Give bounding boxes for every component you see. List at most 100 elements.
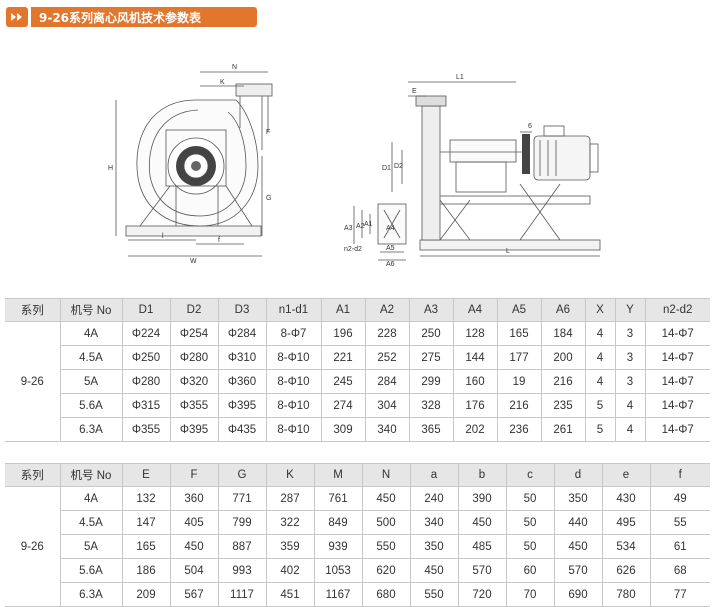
table-cell: 216 [497,393,542,418]
table-cell: 322 [266,510,315,535]
column-header: A5 [497,298,542,322]
table-cell: 177 [497,345,542,370]
table-cell: 720 [458,582,507,607]
column-header: d [554,463,603,487]
column-header: b [458,463,507,487]
dim-label-a5: A5 [386,245,395,252]
table-cell: 250 [409,321,454,346]
table-cell: 14-Φ7 [645,417,710,442]
column-header: e [602,463,651,487]
table-cell: 8-Φ10 [266,417,322,442]
table-cell: 144 [453,345,498,370]
table-cell: 184 [541,321,586,346]
table-cell: 14-Φ7 [645,393,710,418]
table-cell: 495 [602,510,651,535]
table-cell: 70 [506,582,555,607]
table-cell: 261 [541,417,586,442]
column-header: n1-d1 [266,298,322,322]
table-cell: 160 [453,369,498,394]
table-cell: 4 [585,369,616,394]
table-cell: 14-Φ7 [645,321,710,346]
table-cell: 690 [554,582,603,607]
table-cell: 252 [365,345,410,370]
column-header: E [122,463,171,487]
table-cell: 620 [362,558,411,583]
table-cell: Φ224 [122,321,171,346]
column-header: 机号 No [60,463,123,487]
table-cell: 19 [497,369,542,394]
table-cell: 8-Φ10 [266,393,322,418]
model-number-cell: 4.5A [60,510,123,535]
dim-label-e: E [412,88,417,95]
table-cell: 14-Φ7 [645,345,710,370]
table-cell: 14-Φ7 [645,369,710,394]
table-cell: 216 [541,369,586,394]
column-header: A6 [541,298,586,322]
table-cell: 132 [122,486,171,511]
table-cell: 4 [585,321,616,346]
table-cell: Φ280 [122,369,171,394]
column-header: M [314,463,363,487]
table-cell: 299 [409,369,454,394]
dim-label-l-total: L [506,248,510,255]
table-cell: Φ435 [218,417,267,442]
table-cell: 50 [506,486,555,511]
table-cell: 680 [362,582,411,607]
table-cell: 5 [585,417,616,442]
column-header: a [410,463,459,487]
table-cell: 235 [541,393,586,418]
column-header: c [506,463,555,487]
table-cell: 165 [497,321,542,346]
table-cell: 350 [554,486,603,511]
column-header: A4 [453,298,498,322]
table-cell: 49 [650,486,710,511]
model-number-cell: 5.6A [60,558,123,583]
table-cell: 340 [410,510,459,535]
table-cell: 780 [602,582,651,607]
dim-label-6: 6 [528,123,532,130]
model-number-cell: 5A [60,369,123,394]
table-cell: 50 [506,534,555,559]
table-cell: 60 [506,558,555,583]
table-cell: 570 [554,558,603,583]
table-cell: 147 [122,510,171,535]
dim-label-f-lower: f [218,237,220,244]
table-cell: 8-Φ10 [266,369,322,394]
table-cell: 3 [615,369,646,394]
table-cell: 165 [122,534,171,559]
dim-label-a6: A6 [386,261,395,268]
table-cell: 350 [410,534,459,559]
table-cell: 328 [409,393,454,418]
dim-label-a4: A4 [386,225,395,232]
dim-label-l: l [162,233,164,240]
dim-label-a3: A3 [344,225,353,232]
table-cell: 236 [497,417,542,442]
table-cell: 5 [585,393,616,418]
table-cell: Φ254 [170,321,219,346]
table-cell: 500 [362,510,411,535]
table-cell: 761 [314,486,363,511]
table-cell: 50 [506,510,555,535]
table-cell: 186 [122,558,171,583]
side-view-drawing [353,81,601,261]
page-title: 9-26系列离心风机技术参数表 [31,7,257,27]
dim-label-a1: A1 [364,221,373,228]
table-cell: Φ395 [218,393,267,418]
table-cell: Φ310 [218,345,267,370]
table-cell: 202 [453,417,498,442]
table-cell: 228 [365,321,410,346]
table-cell: 4 [615,393,646,418]
dim-label-f-upper: F [266,129,270,136]
table-cell: 359 [266,534,315,559]
table-cell: 274 [321,393,366,418]
series-cell: 9-26 [5,486,61,607]
column-header: F [170,463,219,487]
